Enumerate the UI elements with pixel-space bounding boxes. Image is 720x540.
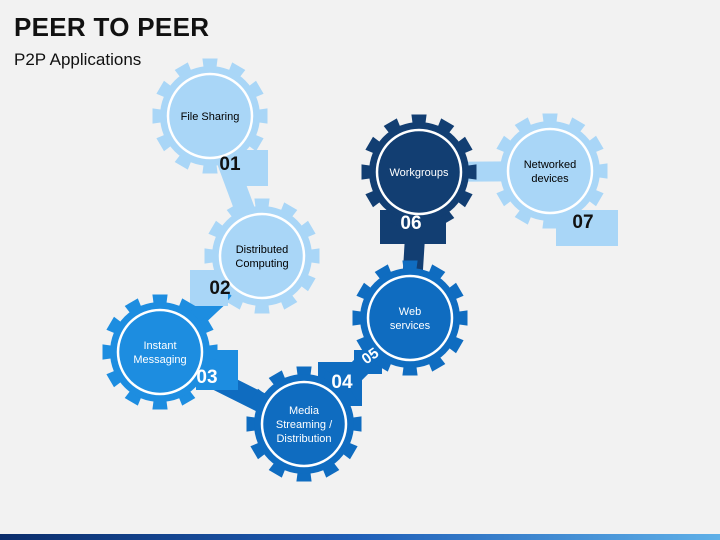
gear-number: 07 (572, 212, 593, 233)
gear-number: 01 (219, 154, 241, 175)
gear-ring (218, 212, 306, 300)
gear-label-line: Web (399, 306, 421, 318)
gear-label-line: Distributed (236, 244, 289, 256)
bottom-accent-bar (0, 534, 720, 540)
gear-label-line: File Sharing (181, 111, 240, 123)
gear-body (369, 122, 469, 222)
gear-label: File Sharing (181, 111, 240, 123)
gear-ring (375, 128, 463, 216)
slide-title: PEER TO PEER (14, 12, 210, 42)
gear-label: Web services (390, 306, 431, 332)
gear-number: 03 (196, 367, 217, 388)
gear-label-line: Computing (235, 258, 288, 270)
gear-label-line: Distribution (276, 433, 331, 445)
gear-body (160, 66, 260, 166)
gear-number: 06 (400, 213, 421, 234)
gear-body (500, 121, 600, 221)
gear-ring (166, 72, 254, 160)
gears (102, 58, 608, 482)
gear-body (212, 206, 312, 306)
gear-body (254, 374, 354, 474)
gear-ring (506, 127, 594, 215)
gear-label-line: devices (531, 173, 569, 185)
gear-label-line: Messaging (133, 354, 186, 366)
gear-ring (116, 308, 204, 396)
gear-label: Workgroups (389, 167, 449, 179)
gear-ring (260, 380, 348, 468)
gear-label-line: Workgroups (389, 167, 449, 179)
gear-label-line: Streaming / (276, 419, 333, 431)
gear-label: Networked devices (524, 159, 577, 185)
gear-body (360, 268, 460, 368)
slide-subtitle: P2P Applications (14, 50, 142, 69)
gear-label-line: Networked (524, 159, 577, 171)
gear-ring (366, 274, 454, 362)
gear-label-line: Instant (143, 340, 176, 352)
gear-body (110, 302, 210, 402)
gear-number: 04 (331, 372, 353, 393)
gear-number: 05 (359, 345, 382, 368)
gear-number: 02 (209, 278, 230, 299)
gear-label-line: services (390, 320, 431, 332)
gear-label-line: Media (289, 405, 320, 417)
